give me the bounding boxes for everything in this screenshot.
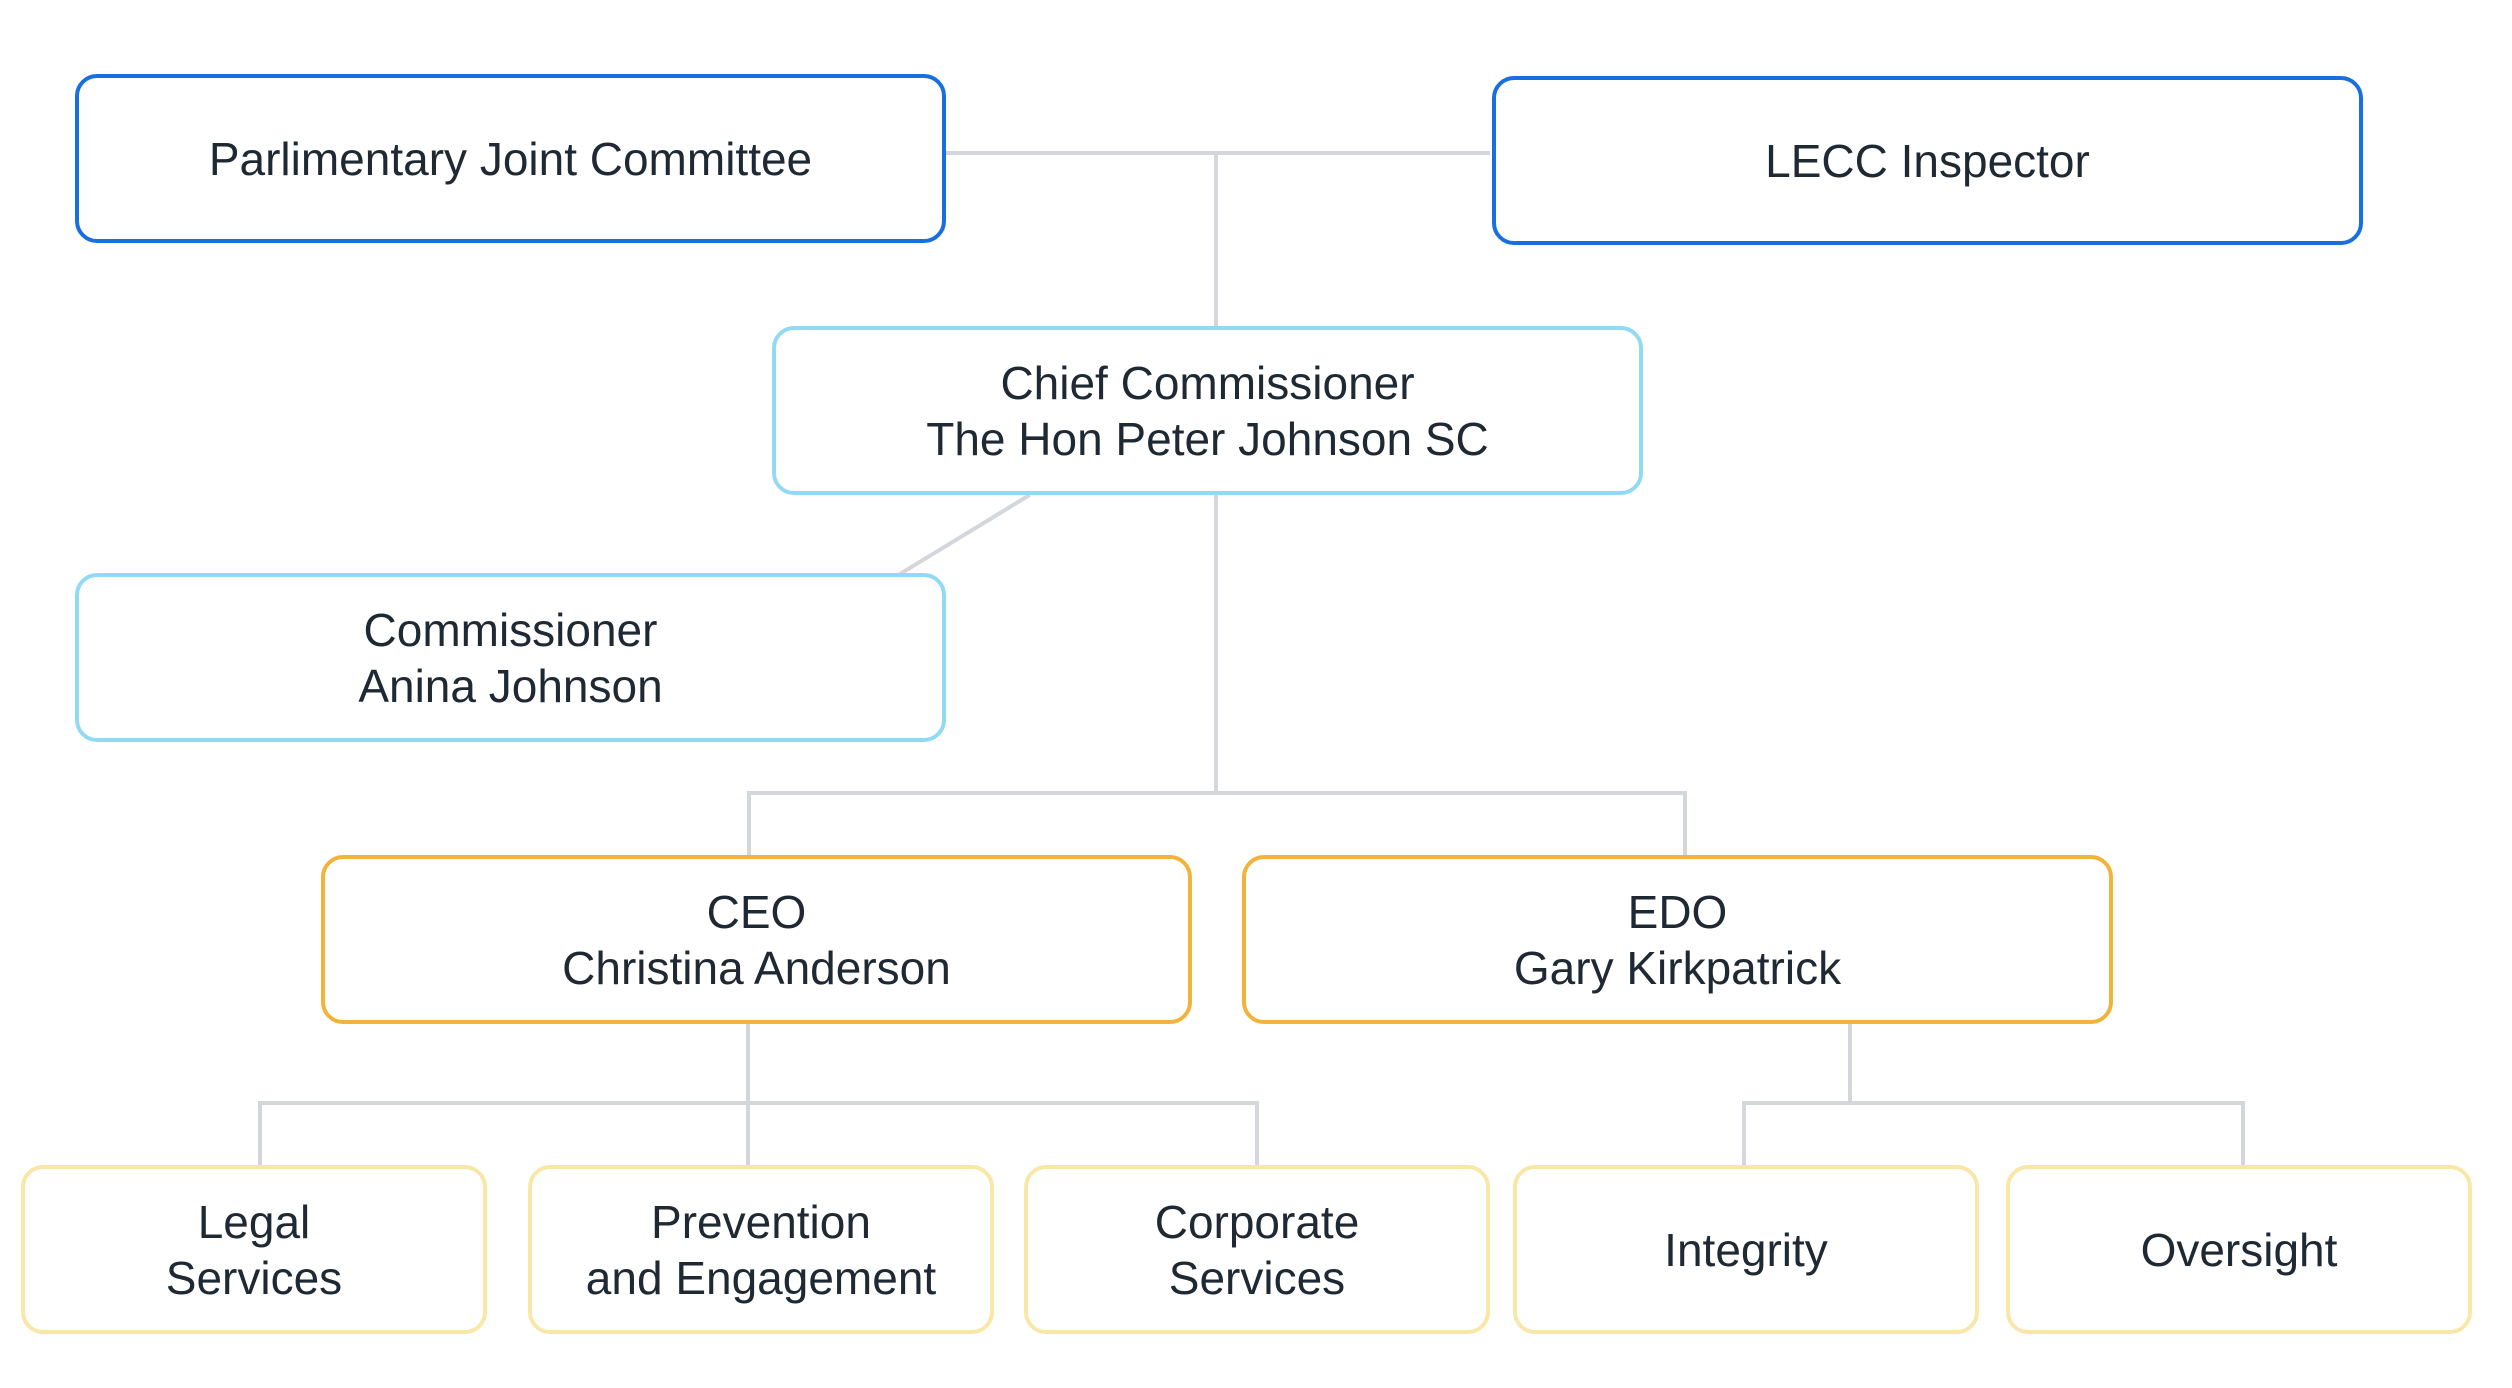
node-parliamentary-joint-committee: Parlimentary Joint Committee (75, 74, 946, 243)
connector-chief-to-commissioner (897, 493, 1031, 577)
node-label: Oversight (2140, 1223, 2338, 1276)
node-legal-services: Legal Services (21, 1165, 487, 1334)
node-corporate-services: Corporate Services (1024, 1165, 1490, 1334)
node-commissioner: Commissioner Anina Johnson (75, 573, 946, 742)
node-title: CEO (706, 885, 807, 938)
node-title: Commissioner (363, 603, 658, 656)
node-person: Gary Kirkpatrick (1513, 941, 1842, 994)
node-chief-commissioner: Chief Commissioner The Hon Peter Johnson… (772, 326, 1643, 495)
node-integrity: Integrity (1513, 1165, 1979, 1334)
node-label: Legal (197, 1195, 311, 1248)
node-label: LECC Inspector (1765, 134, 2090, 187)
node-person: Christina Anderson (562, 941, 951, 994)
node-label: Corporate (1154, 1195, 1360, 1248)
node-title: Chief Commissioner (1000, 356, 1415, 409)
node-lecc-inspector: LECC Inspector (1492, 76, 2363, 245)
node-person: Anina Johnson (358, 659, 663, 712)
node-title: EDO (1627, 885, 1728, 938)
node-oversight: Oversight (2006, 1165, 2472, 1334)
node-person: The Hon Peter Johnson SC (926, 412, 1489, 465)
node-label: Services (165, 1251, 343, 1304)
node-label: Integrity (1664, 1223, 1828, 1276)
node-label: Services (1168, 1251, 1346, 1304)
node-label: Parlimentary Joint Committee (208, 132, 813, 185)
node-ceo: CEO Christina Anderson (321, 855, 1192, 1024)
node-label: and Engagement (585, 1251, 937, 1304)
node-edo: EDO Gary Kirkpatrick (1242, 855, 2113, 1024)
node-prevention-and-engagement: Prevention and Engagement (528, 1165, 994, 1334)
node-label: Prevention (651, 1195, 871, 1248)
